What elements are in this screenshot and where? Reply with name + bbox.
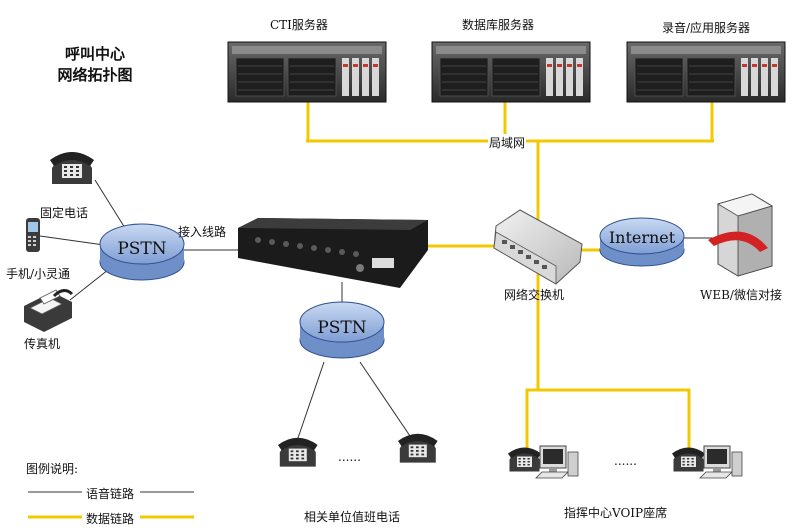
pstn-to-unit-phone-1 xyxy=(297,361,325,439)
server-database[interactable] xyxy=(431,41,591,103)
switch-label: 网络交换机 xyxy=(504,288,565,302)
web-server[interactable] xyxy=(708,193,773,277)
mobile-phone[interactable] xyxy=(26,218,40,252)
web-label: WEB/微信对接 xyxy=(700,288,782,302)
agent-seat-1[interactable] xyxy=(508,445,579,479)
pstn-bottom-label: PSTN xyxy=(317,318,366,338)
server-app-label: 录音/应用服务器 xyxy=(662,21,751,35)
unit-phone-2[interactable] xyxy=(398,433,438,463)
title-line-1: 呼叫中心 xyxy=(64,45,125,63)
fax-label: 传真机 xyxy=(24,337,61,351)
server-app[interactable] xyxy=(626,41,786,103)
mobile-label: 手机/小灵通 xyxy=(6,267,71,281)
diagram-title: 呼叫中心 网络拓扑图 xyxy=(40,44,150,86)
agent-seat-2[interactable] xyxy=(672,445,743,479)
legend-voice-label: 语音链路 xyxy=(86,487,135,501)
agents-ellipsis: ...... xyxy=(614,454,637,468)
legend-title: 图例说明: xyxy=(26,462,79,476)
fixed-phone-label: 固定电话 xyxy=(40,206,89,220)
internet-cloud[interactable]: Internet xyxy=(599,217,685,267)
access-line-label: 接入线路 xyxy=(178,225,227,239)
voice-links xyxy=(39,179,716,439)
unit-ellipsis: ...... xyxy=(338,450,361,464)
server-cti-label: CTI服务器 xyxy=(270,18,328,32)
agents-label: 指挥中心VOIP座席 xyxy=(564,506,668,520)
network-switch[interactable] xyxy=(493,209,583,285)
unit-phone-1[interactable] xyxy=(278,437,318,467)
fixed-phone[interactable] xyxy=(50,152,94,184)
server-database-label: 数据库服务器 xyxy=(462,18,535,32)
internet-label: Internet xyxy=(609,228,676,247)
lan-label: 局域网 xyxy=(488,134,527,151)
legend-data-label: 数据链路 xyxy=(86,512,135,526)
pstn-bottom-cloud[interactable]: PSTN xyxy=(299,301,385,359)
title-line-2: 网络拓扑图 xyxy=(57,66,133,84)
fax-machine[interactable] xyxy=(24,289,74,332)
server-cti[interactable] xyxy=(227,41,387,103)
mobile-link xyxy=(39,235,105,246)
pstn-left-cloud[interactable]: PSTN xyxy=(99,223,185,281)
voice-gateway[interactable] xyxy=(238,218,428,288)
pstn-left-label: PSTN xyxy=(117,239,166,259)
pstn-to-unit-phone-2 xyxy=(359,361,411,437)
unit-phones-label: 相关单位值班电话 xyxy=(304,510,401,524)
